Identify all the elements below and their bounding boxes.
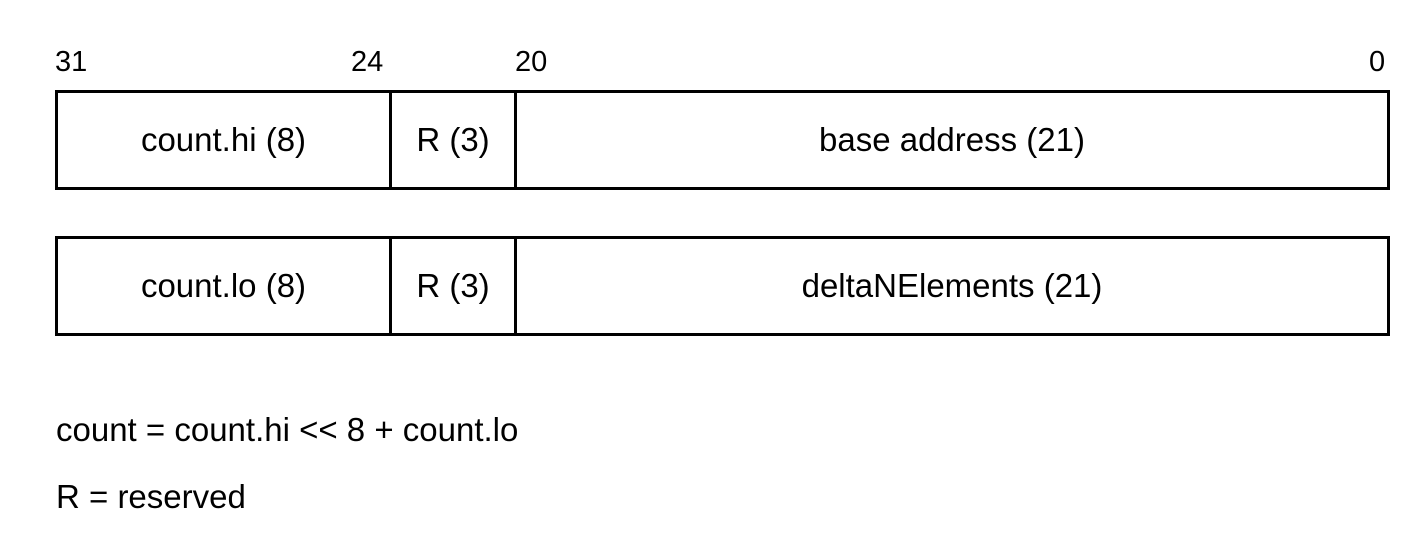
- field-delta-n-elements: deltaNElements (21): [801, 267, 1103, 304]
- field-count-hi: count.hi (8): [58, 93, 392, 187]
- register-word-2: count.lo (8) R (3) deltaNElements (21): [55, 236, 1390, 336]
- field-count-lo: count.lo (8): [58, 239, 392, 333]
- bit-label-20: 20: [515, 46, 548, 78]
- note-count-formula: count = count.hi << 8 + count.lo: [56, 411, 519, 448]
- field-reserved: R (3): [392, 239, 517, 333]
- bit-label-31: 31: [55, 46, 88, 78]
- bit-label-0: 0: [1369, 46, 1386, 78]
- field-reserved: R (3): [392, 93, 517, 187]
- field-base-address: base address (21): [819, 121, 1085, 158]
- note-reserved-legend: R = reserved: [56, 478, 246, 515]
- bit-label-24: 24: [351, 46, 384, 78]
- register-word-1: count.hi (8) R (3) base address (21): [55, 90, 1390, 190]
